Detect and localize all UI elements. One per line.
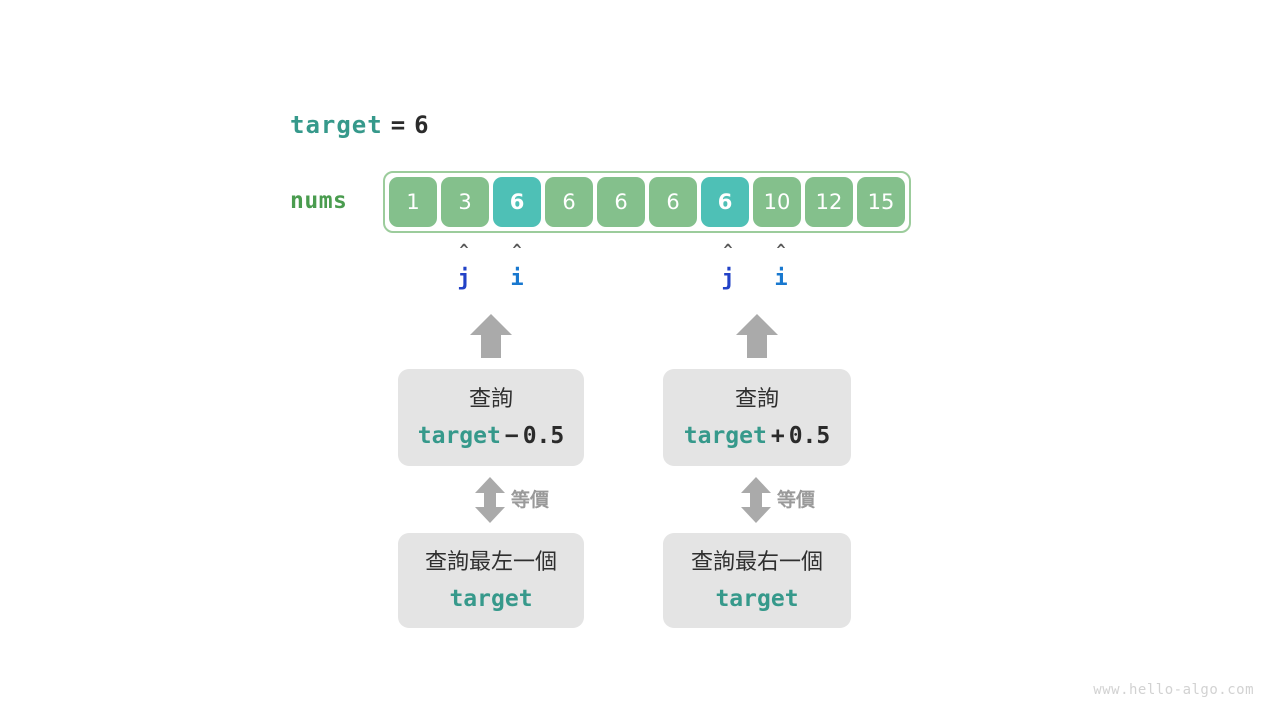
query-box-right: 查詢 target+0.5 xyxy=(663,369,851,466)
target-keyword: target xyxy=(683,422,767,449)
caret-icon: ^ xyxy=(459,241,469,259)
array-cell-highlighted: 6 xyxy=(701,177,749,227)
target-keyword: target xyxy=(417,422,501,449)
caret-icon: ^ xyxy=(776,241,786,259)
pointer-i-left: ^ i xyxy=(502,243,532,292)
up-arrow-icon-right xyxy=(735,313,779,359)
result-box-right-target: target xyxy=(715,584,798,614)
pointer-label: j xyxy=(721,266,735,291)
pointer-label: j xyxy=(457,266,471,291)
result-box-right: 查詢最右一個 target xyxy=(663,533,851,628)
target-keyword: target xyxy=(449,585,533,612)
query-box-left-title: 查詢 xyxy=(468,386,513,412)
array-cell: 3 xyxy=(441,177,489,227)
pointer-label: i xyxy=(774,266,788,291)
pointer-label: i xyxy=(510,266,524,291)
query-box-left: 查詢 target−0.5 xyxy=(398,369,584,466)
target-value: 6 xyxy=(414,111,430,139)
pointer-i-right: ^ i xyxy=(766,243,796,292)
double-arrow-icon xyxy=(739,477,773,527)
up-arrow-icon-left xyxy=(469,313,513,359)
expression-operator: − xyxy=(504,422,519,449)
nums-array: 1 3 6 6 6 6 6 10 12 15 xyxy=(383,171,911,233)
array-cell: 1 xyxy=(389,177,437,227)
equals-operator: = xyxy=(390,111,407,139)
array-cell: 6 xyxy=(597,177,645,227)
caret-icon: ^ xyxy=(723,241,733,259)
result-box-right-title: 查詢最右一個 xyxy=(690,549,823,575)
watermark: www.hello-algo.com xyxy=(1093,682,1254,698)
equivalence-label: 等價 xyxy=(777,489,816,511)
query-box-right-expression: target+0.5 xyxy=(684,421,831,451)
nums-label: nums xyxy=(290,188,348,214)
pointer-j-left: ^ j xyxy=(449,243,479,292)
array-cell: 6 xyxy=(545,177,593,227)
expression-operator: + xyxy=(770,422,785,449)
result-box-left-title: 查詢最左一個 xyxy=(424,549,557,575)
result-box-left: 查詢最左一個 target xyxy=(398,533,584,628)
target-expression: target=6 xyxy=(290,111,430,139)
query-box-right-title: 查詢 xyxy=(734,386,779,412)
caret-icon: ^ xyxy=(512,241,522,259)
query-box-left-expression: target−0.5 xyxy=(418,421,565,451)
array-cell: 12 xyxy=(805,177,853,227)
double-arrow-icon xyxy=(473,477,507,527)
result-box-left-target: target xyxy=(449,584,532,614)
array-cell-highlighted: 6 xyxy=(493,177,541,227)
array-cell: 10 xyxy=(753,177,801,227)
array-cell: 6 xyxy=(649,177,697,227)
target-keyword: target xyxy=(290,111,383,139)
array-cell: 15 xyxy=(857,177,905,227)
equivalence-label: 等價 xyxy=(511,489,550,511)
target-keyword: target xyxy=(715,585,799,612)
pointer-j-right: ^ j xyxy=(713,243,743,292)
expression-number: 0.5 xyxy=(522,422,565,449)
expression-number: 0.5 xyxy=(788,422,831,449)
